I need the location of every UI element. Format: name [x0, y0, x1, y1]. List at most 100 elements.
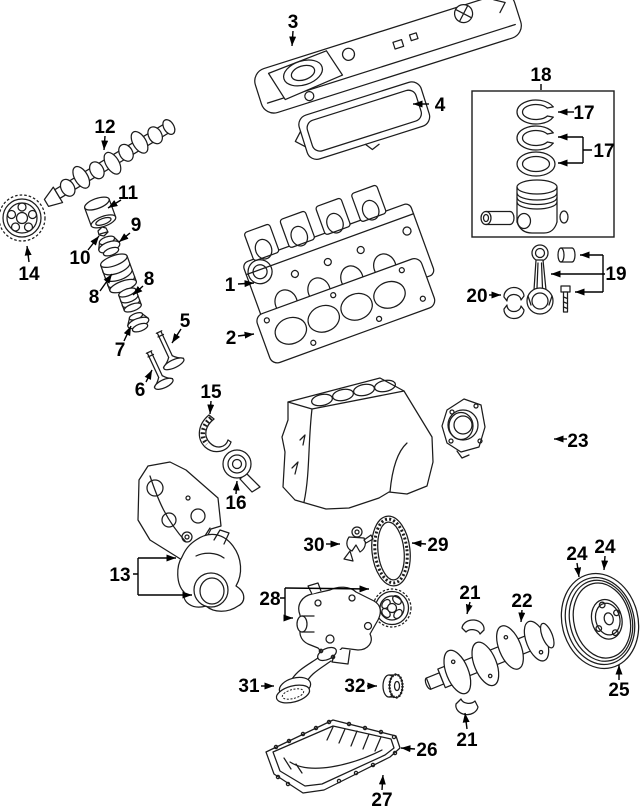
camshaft-drawing	[43, 119, 176, 207]
callout-10-label[interactable]: 10	[69, 248, 90, 269]
callout-21-lower[interactable]: 21	[456, 712, 478, 751]
callout-8-outer-label[interactable]: 8	[89, 287, 100, 308]
callout-31-label[interactable]: 31	[238, 676, 260, 697]
piston-drawing	[480, 179, 569, 234]
callout-12-arrow	[101, 135, 109, 151]
oil-pan-drawing	[265, 719, 401, 794]
callout-13-label[interactable]: 13	[109, 565, 130, 586]
timing-cover-lower-drawing	[177, 529, 245, 612]
callout-21-lower-label[interactable]: 21	[456, 730, 478, 751]
callout-30-label[interactable]: 30	[303, 535, 324, 556]
chain-tensioner-drawing	[343, 526, 374, 562]
callout-18-label[interactable]: 18	[530, 65, 551, 86]
callout-12-label[interactable]: 12	[94, 117, 115, 138]
oil-pump-drawing	[296, 582, 412, 665]
callout-15-arrow	[207, 400, 215, 415]
valve-seal-drawing	[127, 312, 150, 333]
callout-23[interactable]: 23	[554, 431, 589, 452]
callout-27-arrow	[378, 774, 386, 791]
callout-24-right-label[interactable]: 24	[594, 537, 616, 558]
engine-block-drawing	[281, 377, 434, 510]
callout-21-upper[interactable]: 21	[459, 583, 481, 615]
callout-30[interactable]: 30	[303, 535, 340, 556]
callout-14[interactable]: 14	[18, 245, 40, 285]
callout-1[interactable]: 1	[225, 275, 255, 296]
callout-17-top[interactable]: 17	[558, 103, 595, 124]
callout-13[interactable]: 13	[109, 554, 192, 599]
callout-32-label[interactable]: 32	[344, 676, 365, 697]
callout-8-inner[interactable]: 8	[132, 269, 155, 296]
callout-29[interactable]: 29	[411, 535, 449, 556]
callout-7-label[interactable]: 7	[115, 340, 126, 361]
callout-5-arrow	[171, 328, 182, 344]
callout-22[interactable]: 22	[511, 591, 533, 623]
callout-17-bottom[interactable]: 17	[558, 133, 615, 167]
callout-11[interactable]: 11	[107, 183, 139, 209]
callout-29-arrow	[411, 540, 427, 548]
callout-19[interactable]: 19	[551, 251, 627, 296]
callout-24-right[interactable]: 24	[594, 537, 616, 571]
callout-5-label[interactable]: 5	[180, 311, 191, 332]
callout-16[interactable]: 16	[225, 480, 247, 514]
callout-2-label[interactable]: 2	[226, 328, 237, 349]
callout-16-arrow	[232, 480, 240, 495]
callout-25-label[interactable]: 25	[608, 680, 630, 701]
callout-24-left[interactable]: 24	[566, 544, 588, 578]
callout-28-arrow-sprocket	[284, 585, 370, 593]
callout-24-left-label[interactable]: 24	[566, 544, 588, 565]
callout-19-label[interactable]: 19	[605, 264, 626, 285]
callout-14-label[interactable]: 14	[18, 264, 40, 285]
main-bearing-lower-drawing	[455, 698, 479, 716]
valve-spring-inner-drawing	[118, 287, 142, 313]
callout-31[interactable]: 31	[238, 676, 274, 697]
callout-17-top-label[interactable]: 17	[573, 103, 594, 124]
callout-15-label[interactable]: 15	[200, 382, 222, 403]
callout-4[interactable]: 4	[413, 95, 446, 116]
callout-9[interactable]: 9	[118, 215, 142, 243]
callout-3-arrow	[289, 30, 297, 47]
callout-10-arrow	[87, 235, 100, 251]
callout-20-label[interactable]: 20	[466, 286, 487, 307]
callout-26[interactable]: 26	[400, 740, 438, 761]
callout-15[interactable]: 15	[200, 382, 222, 415]
callout-12[interactable]: 12	[94, 117, 116, 151]
rod-bearings-drawing	[503, 286, 525, 320]
intake-valve-drawing	[155, 330, 185, 371]
callout-28[interactable]: 28	[259, 585, 370, 622]
callout-24-right-arrow	[601, 555, 609, 571]
callout-2[interactable]: 2	[226, 328, 255, 349]
callout-3-label[interactable]: 3	[288, 12, 299, 33]
timing-belt-drawing	[198, 414, 232, 453]
callout-9-label[interactable]: 9	[131, 215, 142, 236]
callout-27-label[interactable]: 27	[371, 790, 392, 809]
callout-4-label[interactable]: 4	[435, 95, 446, 116]
callout-1-label[interactable]: 1	[225, 275, 236, 296]
callout-6[interactable]: 6	[135, 369, 153, 401]
callout-8-outer[interactable]: 8	[89, 273, 113, 308]
callout-29-label[interactable]: 29	[427, 535, 448, 556]
callout-8-inner-label[interactable]: 8	[144, 269, 155, 290]
callout-32[interactable]: 32	[344, 676, 377, 697]
callout-21-upper-label[interactable]: 21	[459, 583, 481, 604]
callout-26-label[interactable]: 26	[416, 740, 437, 761]
callout-16-label[interactable]: 16	[225, 493, 246, 514]
callout-22-label[interactable]: 22	[511, 591, 532, 612]
callout-25[interactable]: 25	[608, 665, 630, 701]
callout-14-arrow	[24, 245, 32, 263]
exhaust-valve-drawing	[145, 350, 174, 391]
callout-18[interactable]: 18	[530, 65, 552, 90]
callout-7[interactable]: 7	[115, 325, 132, 361]
piston-rings-drawing	[516, 99, 556, 177]
callout-27[interactable]: 27	[371, 774, 393, 809]
valve-lifter-drawing	[83, 196, 117, 229]
callout-17-bottom-label[interactable]: 17	[593, 141, 614, 162]
callout-6-label[interactable]: 6	[135, 380, 146, 401]
callout-21-lower-arrow	[462, 712, 470, 730]
callout-23-label[interactable]: 23	[567, 431, 588, 452]
callout-3[interactable]: 3	[288, 12, 299, 47]
callout-10[interactable]: 10	[69, 235, 100, 269]
callout-11-label[interactable]: 11	[118, 183, 139, 204]
callout-28-label[interactable]: 28	[259, 589, 280, 610]
callout-5[interactable]: 5	[171, 311, 191, 344]
callout-20[interactable]: 20	[466, 286, 501, 307]
